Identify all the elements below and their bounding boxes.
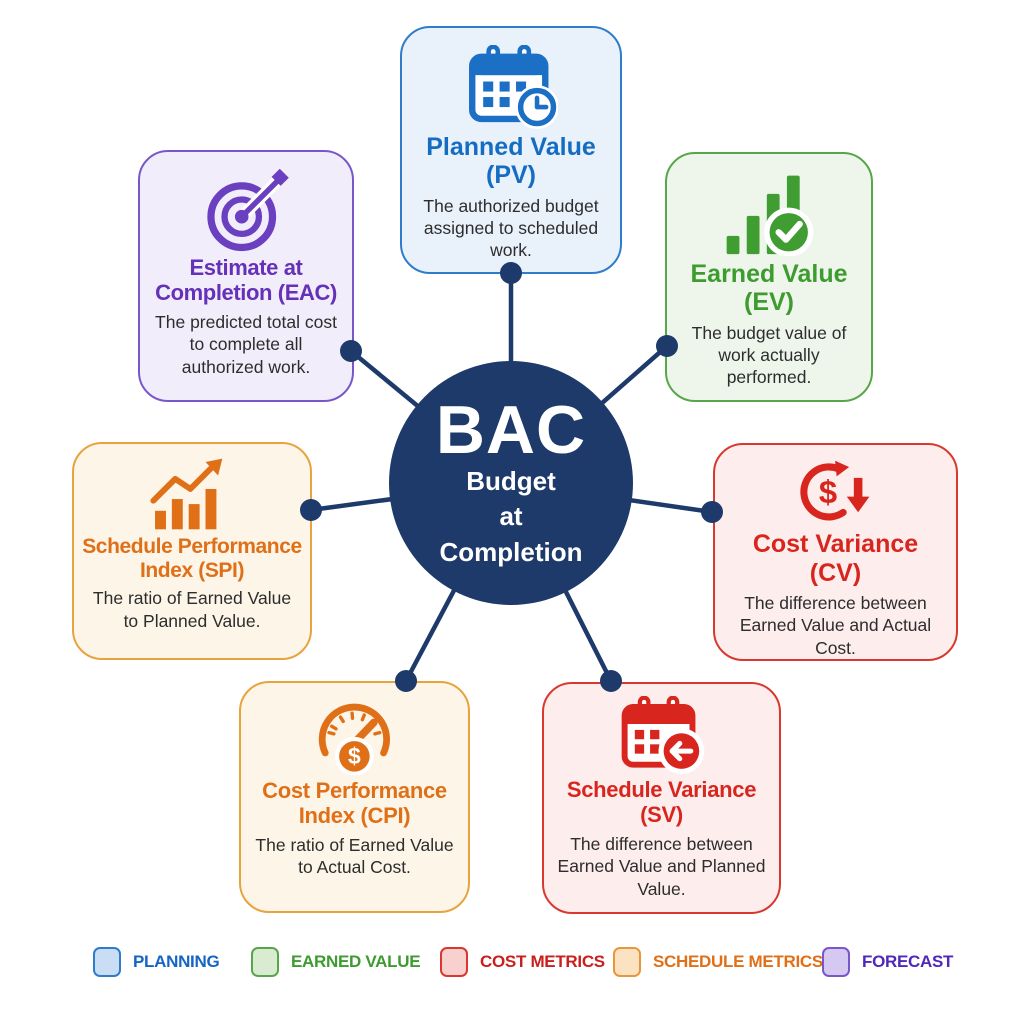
- target-dart-icon: [207, 168, 289, 252]
- legend-item-cost-metrics: COST METRICS: [440, 944, 605, 980]
- node-title: Cost Variance: [752, 530, 919, 559]
- dollar-refresh-down-icon: $: [800, 460, 870, 521]
- legend-label: COST METRICS: [480, 952, 605, 971]
- center-subtitle-line: at: [499, 501, 523, 532]
- node-description: The difference between Earned Value and …: [739, 592, 932, 658]
- bar-chart-check-icon: [726, 175, 814, 256]
- legend-swatch-cost-metrics: [440, 947, 468, 977]
- legend-item-forecast: FORECAST: [822, 944, 953, 980]
- node-card-cost-performance-index: $ Cost Performance Index (CPI) The ratio…: [239, 681, 470, 913]
- legend-label: PLANNING: [133, 952, 220, 971]
- calendar-clock-icon: [468, 45, 559, 129]
- node-description: The ratio of Earned Value to Actual Cost…: [255, 834, 454, 878]
- node-abbr: (CV): [809, 558, 862, 587]
- center-node-bac: BAC Budget at Completion: [389, 361, 633, 605]
- legend-item-earned-value: EARNED VALUE: [251, 944, 421, 980]
- node-abbr: (PV): [486, 161, 536, 190]
- node-title: Schedule Performance: [82, 535, 302, 558]
- calendar-back-arrow-icon: [622, 696, 705, 774]
- bar-chart-trend-icon: [150, 458, 223, 530]
- gauge-dollar-icon: $: [318, 703, 391, 775]
- legend-item-planning: PLANNING: [93, 944, 220, 980]
- node-card-estimate-at-completion: Estimate at Completion (EAC) The predict…: [138, 150, 354, 402]
- center-subtitle-line: Completion: [439, 536, 583, 567]
- node-abbr: Index (SPI): [139, 558, 245, 582]
- legend-label: EARNED VALUE: [291, 952, 421, 971]
- node-card-cost-variance: $ Cost Variance (CV) The difference betw…: [713, 443, 958, 661]
- center-abbreviation: BAC: [435, 392, 587, 469]
- node-description: The budget value of work actually perfor…: [691, 322, 847, 388]
- node-card-schedule-variance: Schedule Variance (SV) The difference be…: [542, 682, 781, 914]
- legend-item-schedule-metrics: SCHEDULE METRICS: [613, 944, 823, 980]
- node-description: The authorized budget assigned to schedu…: [423, 195, 599, 261]
- node-title: Planned Value: [426, 133, 596, 161]
- legend: PLANNING EARNED VALUE COST METRICS SCHED…: [0, 944, 1024, 984]
- svg-text:$: $: [819, 473, 837, 510]
- node-abbr: Completion (EAC): [155, 279, 337, 305]
- node-title: Estimate at: [189, 255, 303, 280]
- node-description: The predicted total cost to complete all…: [155, 311, 337, 377]
- node-title: Earned Value: [690, 260, 848, 288]
- node-card-planned-value: Planned Value (PV) The authorized budget…: [400, 26, 622, 274]
- node-description: The ratio of Earned Value to Planned Val…: [92, 588, 292, 631]
- legend-label: FORECAST: [862, 952, 954, 971]
- node-abbr: (SV): [640, 801, 683, 827]
- legend-swatch-schedule-metrics: [613, 947, 641, 977]
- svg-text:$: $: [348, 743, 361, 769]
- center-subtitle-line: Budget: [466, 466, 556, 497]
- legend-swatch-earned-value: [251, 947, 279, 977]
- node-title: Schedule Variance: [566, 777, 757, 802]
- node-abbr: (EV): [744, 288, 794, 317]
- node-title: Cost Performance: [262, 778, 447, 803]
- node-description: The difference between Earned Value and …: [557, 833, 766, 899]
- node-card-earned-value: Earned Value (EV) The budget value of wo…: [665, 152, 873, 402]
- node-card-schedule-performance-index: Schedule Performance Index (SPI) The rat…: [72, 442, 312, 660]
- legend-label: SCHEDULE METRICS: [653, 952, 823, 971]
- legend-swatch-forecast: [822, 947, 850, 977]
- node-abbr: Index (CPI): [298, 802, 411, 828]
- legend-swatch-planning: [93, 947, 121, 977]
